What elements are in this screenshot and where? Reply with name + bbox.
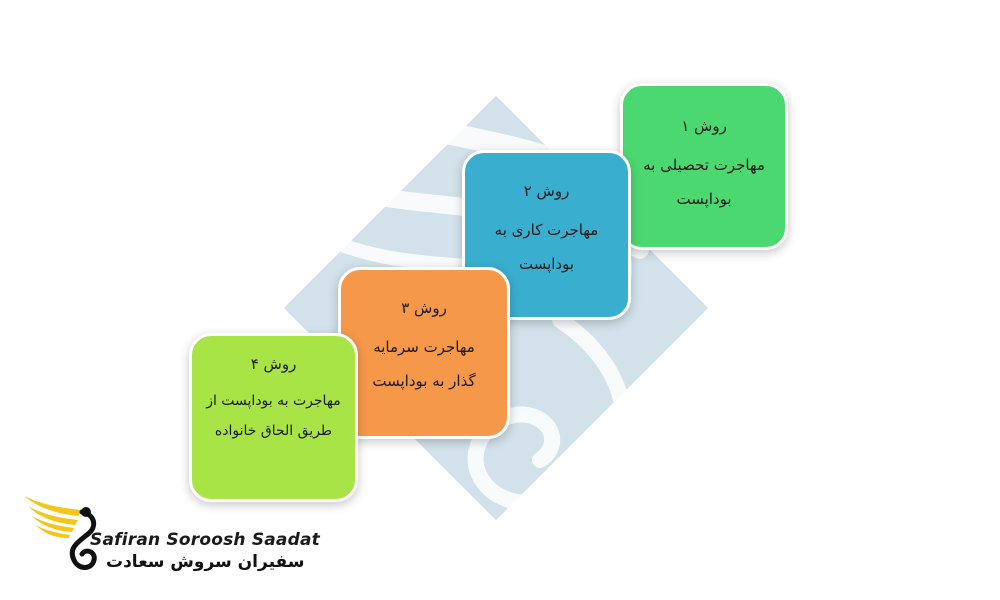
step-2-title: روش ۲ <box>523 182 570 200</box>
step-3-description: مهاجرت سرمایه گذار به بوداپست <box>372 338 476 390</box>
step-4-title: روش ۴ <box>250 355 297 373</box>
step-1-description: مهاجرت تحصیلی به بوداپست <box>643 156 765 208</box>
step-card-3: روش ۳ مهاجرت سرمایه گذار به بوداپست <box>338 267 510 439</box>
step-4-description: مهاجرت به بوداپست از طریق الحاق خانواده <box>206 393 341 439</box>
step-3-title: روش ۳ <box>401 299 447 317</box>
step-card-4: روش ۴ مهاجرت به بوداپست از طریق الحاق خا… <box>189 333 358 502</box>
step-1-title: روش ۱ <box>681 117 727 135</box>
step-card-1: روش ۱ مهاجرت تحصیلی به بوداپست <box>620 83 788 250</box>
phoenix-wing-icon <box>24 496 97 570</box>
logo-latin-name: Safiran Soroosh Saadat <box>90 530 320 550</box>
logo-persian-name: سفیران سروش سعادت <box>106 552 305 572</box>
company-logo: Safiran Soroosh Saadat سفیران سروش سعادت <box>20 490 320 582</box>
step-2-description: مهاجرت کاری به بوداپست <box>494 221 599 273</box>
